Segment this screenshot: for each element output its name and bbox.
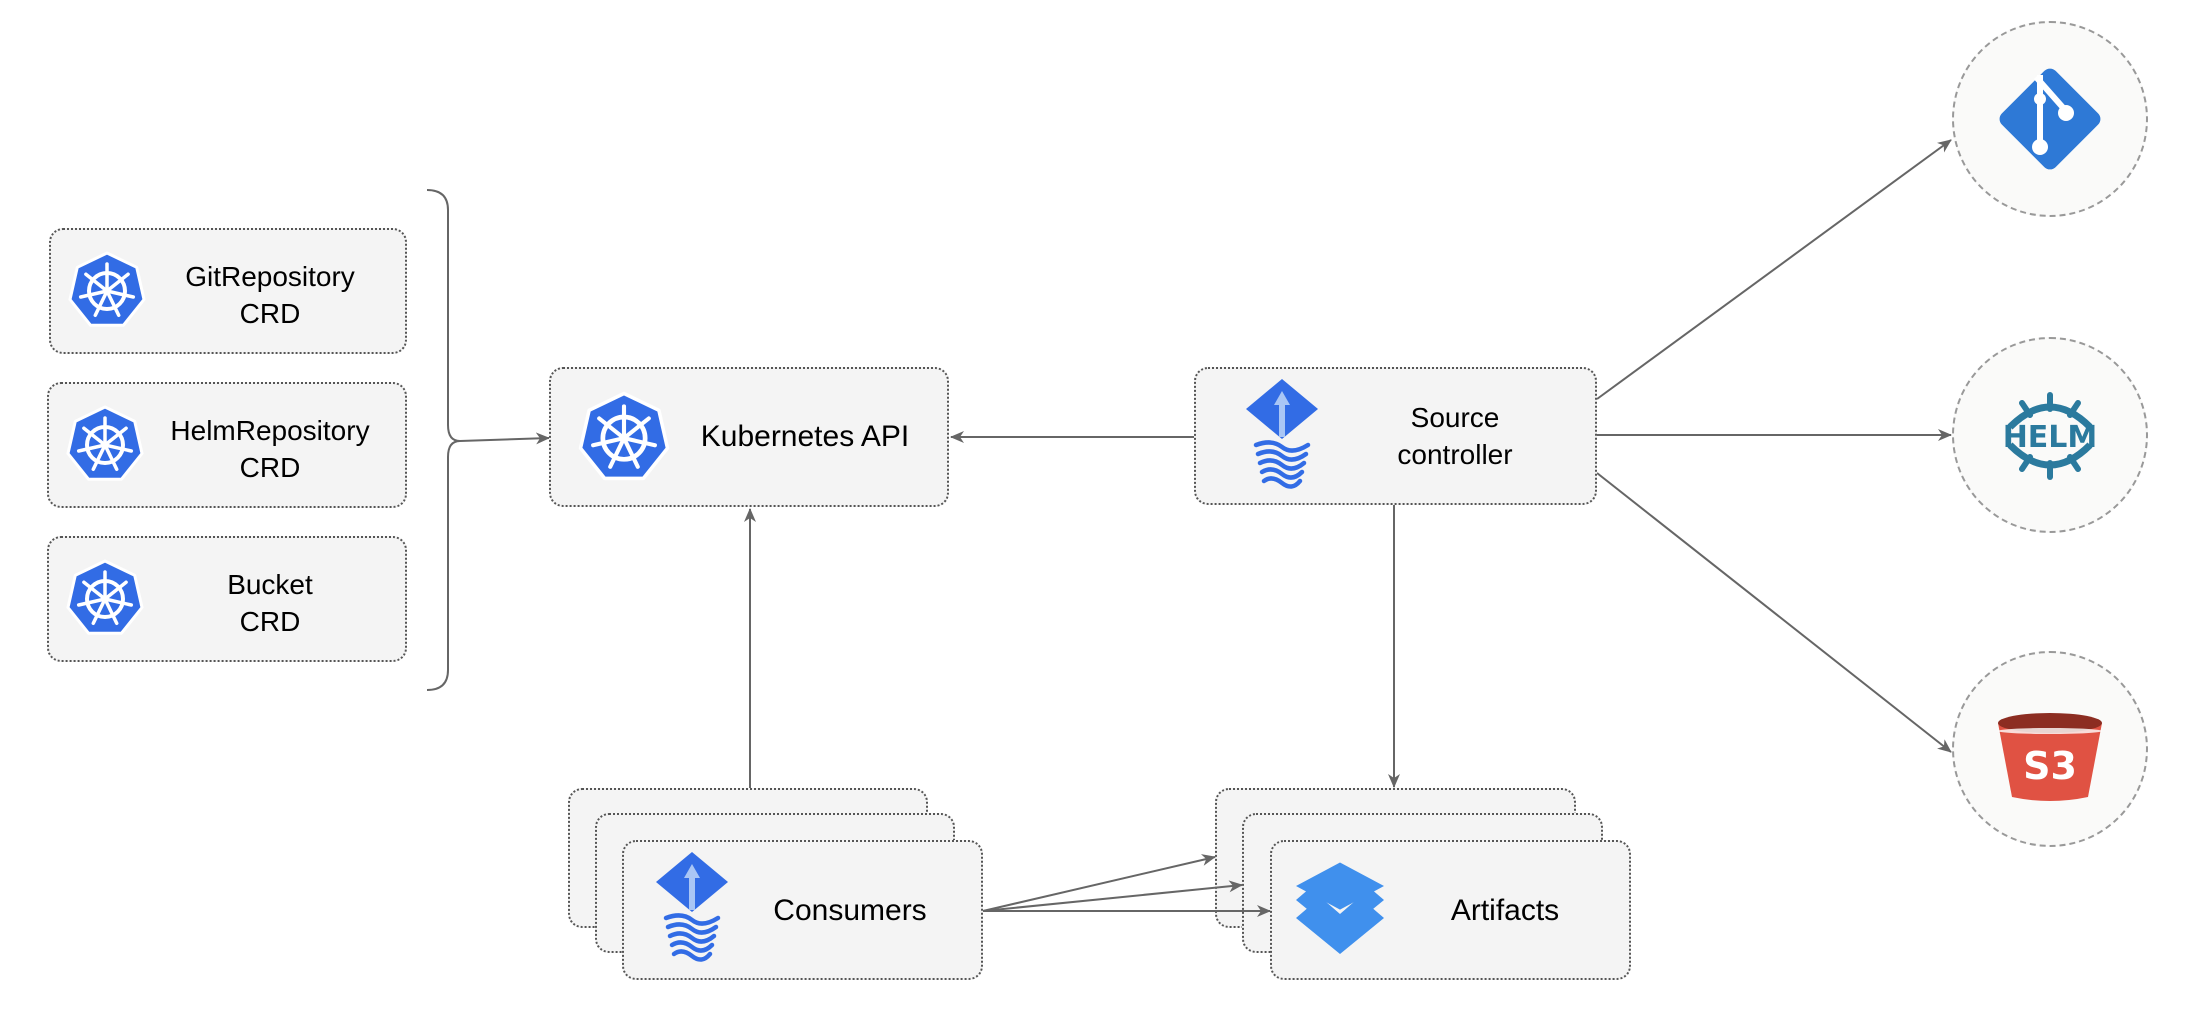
kubernetes-api-label: Kubernetes API [700,420,910,453]
crd-name: Bucket [227,569,313,600]
crd-type: CRD [239,298,301,329]
edge-consumers-to-artifact-1 [982,854,1216,912]
edge-source-controller-to-s3 [1596,472,1952,753]
s3-source-node[interactable]: S3 [1952,651,2148,847]
flux-icon [656,852,728,962]
crd-type: CRD [239,606,301,637]
source-controller-line1: Source [1410,402,1500,433]
git-icon [1999,68,2101,170]
source-controller-line2: controller [1397,439,1513,470]
artifacts-label: Artifacts [1450,894,1560,927]
helm-logo-text: HELM [2003,420,2098,455]
source-controller-label: Source controller [1340,399,1570,473]
helm-icon: HELM [2003,392,2098,480]
helm-source-node[interactable]: HELM [1952,337,2148,533]
flux-icon [1246,379,1318,489]
edge-source-controller-to-git [1596,139,1952,400]
edge-consumers-to-artifact-2 [982,880,1243,912]
edge-crds-to-kubernetes-api [459,432,550,445]
git-source-node[interactable] [1952,21,2148,217]
consumers-label: Consumers [773,894,927,927]
kubernetes-icon [66,559,144,635]
source-controller-node[interactable] [1194,367,1597,505]
kubernetes-icon [578,391,670,481]
s3-bucket-icon: S3 [1998,713,2102,801]
kubernetes-icon [66,405,144,481]
kubernetes-icon [68,251,146,327]
crd-name: HelmRepository [170,415,370,446]
s3-logo-text: S3 [2023,744,2077,788]
crd-type: CRD [239,452,301,483]
crd-name: GitRepository [185,261,355,292]
layers-icon [1296,862,1384,954]
